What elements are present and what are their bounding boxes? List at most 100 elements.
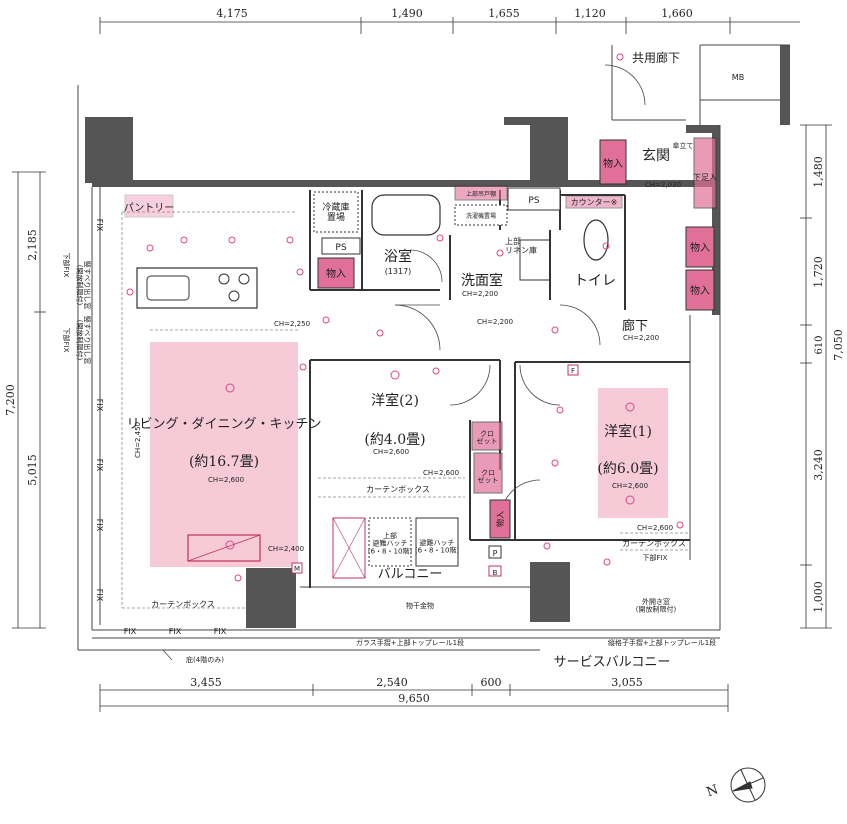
light-markers [126,53,684,582]
dim-top-1: 4,175 [216,7,248,20]
hatch-up-label: 上部避難ハッチ(6・8・10階) [368,531,413,555]
dim-right-2: 1,720 [812,256,825,288]
storage-w2 [489,499,511,539]
storage-right-2 [685,269,715,311]
ldk-highlight [150,342,298,567]
f-mark: F [571,367,575,375]
storage-right-2-label: 物入 [690,284,710,297]
service-balcony-label: サービスバルコニー [554,655,671,670]
dim-top-2: 1,490 [391,7,423,20]
linen-label: 上部リネン庫 [505,236,537,255]
west1-highlight [598,388,668,518]
west2-size: (約4.0畳) [364,432,425,448]
west1-ch: CH=2,600 [612,482,648,490]
fix-label: FIX [169,627,182,636]
ldk-ch-kitchen: CH=2,250 [274,320,310,328]
upper-shelf [454,185,508,201]
west1-ch-2: CH=2,600 [637,524,673,532]
west1-size: (約6.0畳) [597,461,658,477]
fix-label: FIX [95,519,104,532]
curtain-box-w2: カーテンボックス [366,485,430,494]
ldk-ch-bottom: CH=2,400 [268,545,304,553]
ldk-name: リビング・ダイニング・キッチン [126,417,321,432]
eaves-label: 庇(4階のみ) [186,655,224,664]
p-mark: P [493,549,498,558]
dim-left-lower: 5,015 [26,454,39,486]
dim-left-total: 7,200 [4,384,17,416]
corridor-ch: CH=2,200 [477,318,513,326]
ldk-size: (約16.7畳) [189,454,259,470]
compass-icon [730,767,766,803]
fix-label: FIX [124,627,137,636]
dim-right-total: 7,050 [832,329,845,361]
bath-name: 浴室 [384,248,412,265]
closet-w2-b [473,452,503,494]
fix-label: FIX [95,589,104,602]
fix-label: FIX [95,399,104,412]
ps-label-2: PS [528,196,539,206]
ps-label: PS [335,243,346,253]
ps-box [321,237,361,255]
washer-space [454,204,508,226]
counter-label: カウンター※ [571,198,618,207]
grille-rail-label: 縦格子手摺+上部トップレール1段 [608,638,716,647]
m-mark: M [294,565,300,573]
toilet-icon [583,219,609,261]
curtain-lines [121,211,688,609]
left-window-1: 竪すべり出し窓(開放制限付) [75,261,92,310]
pantry-label: パントリー [124,202,175,214]
counter-box [565,195,623,209]
dim-top-3: 1,655 [488,7,520,20]
outdoor-unit [332,517,366,579]
sink-icon [146,275,190,301]
washer-label: 洗濯機置場 [466,212,496,220]
wash-name: 洗面室 [461,272,503,289]
dim-bottom-total: 9,650 [398,692,430,705]
hatch-up-box [368,517,412,567]
hall-ch: CH=2,200 [623,334,659,342]
closet-w2-a [471,421,503,451]
entrance-name: 玄関 [642,147,670,164]
fix-label: FIX [95,459,104,472]
toilet-name: トイレ [574,273,616,289]
curtain-box-w1: カーテンボックス [622,539,686,548]
dim-top-4: 1,120 [574,7,606,20]
stove-burner-icon [228,290,240,302]
partitions [309,190,690,588]
umbrella-label: 傘立て [673,141,694,150]
right-dimensions [800,124,832,629]
closet-w2-a-label: クロゼット [477,430,498,446]
dim-right-4: 3,240 [812,449,825,481]
hall-name: 廊下 [622,318,648,334]
closet-w2-b-label: クロゼット [478,469,499,485]
vanity-sink [519,239,551,281]
bath-size: (1317) [385,267,412,276]
hatch-down-label: 避難ハッチ(6・8・10階) [415,538,460,555]
dim-top-5: 1,660 [661,7,693,20]
top-dimensions [99,17,800,34]
pantry-box [124,194,174,218]
window-outer-label: 外開き窓(開放制限付) [636,597,677,614]
dim-bottom-4: 3,055 [611,676,643,689]
fridge-label: 冷蔵庫置場 [322,201,349,223]
storage-entrance-label: 物入 [603,157,623,170]
shoe-box [693,137,717,209]
kitchen-counter [136,267,258,309]
lower-fix-left-1: 下部FIX [62,253,71,278]
laundry-pole-label: 物干金物 [406,601,434,610]
stove-burner-icon [238,273,250,285]
west2-name: 洋室(2) [371,392,419,409]
mb-label: MB [732,73,744,82]
fix-label: FIX [95,219,104,232]
dim-bottom-1: 3,455 [190,676,222,689]
upper-shelf-label: 上部吊戸棚 [466,190,496,198]
shoe-label: 下足入 [693,173,717,182]
storage-right-1-label: 物入 [690,241,710,254]
fridge-space [313,191,359,233]
bottom-dimensions [99,684,729,712]
storage-w2-label: 物入 [495,511,505,527]
curtain-box-ldk: カーテンボックス [151,600,215,609]
hatch-down-box [415,517,459,567]
dim-right-3: 610 [814,335,825,354]
